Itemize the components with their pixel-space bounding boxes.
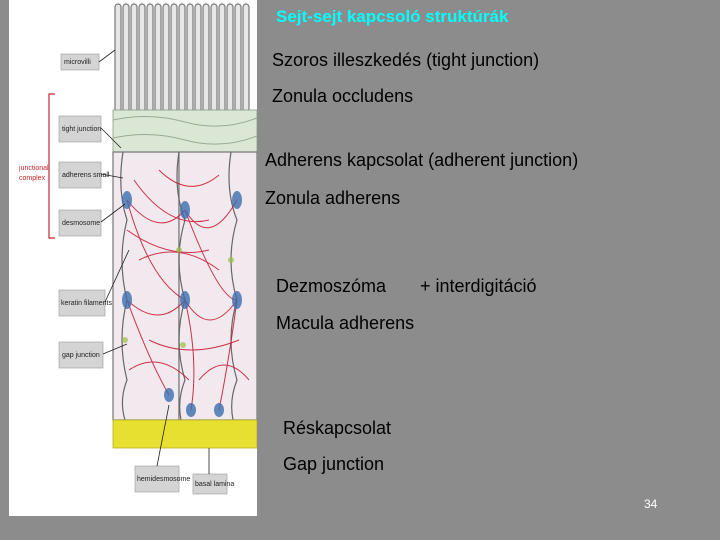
- slide-title: Sejt-sejt kapcsoló struktúrák: [276, 7, 509, 26]
- label-gap-junction: gap junction: [62, 352, 100, 359]
- label-junctional: junctional: [18, 165, 49, 172]
- desmosome-heading: Dezmoszóma: [276, 276, 387, 296]
- tight-junction-latin: Zonula occludens: [272, 86, 414, 106]
- page-number: 34: [644, 497, 658, 511]
- label-desmosome: desmosome: [62, 220, 100, 227]
- microvilli-group: [114, 3, 250, 113]
- label-complex: complex: [19, 175, 46, 182]
- leader-lines: [98, 49, 210, 474]
- junctional-complex-bracket: [48, 93, 55, 239]
- tight-junction-heading: Szoros illeszkedés (tight junction): [272, 50, 540, 70]
- label-basal-lamina: basal lamina: [195, 481, 234, 488]
- label-tight-junction: tight junction: [62, 126, 101, 133]
- adherent-junction-heading: Adherens kapcsolat (adherent junction): [265, 150, 579, 170]
- desmosome-latin: Macula adherens: [276, 313, 415, 333]
- gap-junction-english: Gap junction: [283, 454, 385, 474]
- gap-junction-heading: Réskapcsolat: [283, 418, 392, 438]
- label-microvilli: microvilli: [64, 59, 91, 66]
- epithelial-junction-diagram: microvilli tight junction adherens small…: [9, 0, 257, 516]
- keratin-filaments: [126, 169, 250, 411]
- basal-lamina: [112, 419, 257, 449]
- desmosome-plus-interdigitation: + interdigitáció: [420, 276, 537, 296]
- adherent-junction-latin: Zonula adherens: [265, 188, 401, 208]
- figure-label-boxes: [58, 53, 228, 495]
- gap-junction-dots: [122, 247, 234, 348]
- label-keratin-filaments: keratin filaments: [61, 300, 112, 307]
- label-hemidesmosome: hemidesmosome: [137, 476, 190, 483]
- desmosome-plaques: [122, 191, 242, 417]
- label-adherens-small: adherens small: [62, 172, 110, 179]
